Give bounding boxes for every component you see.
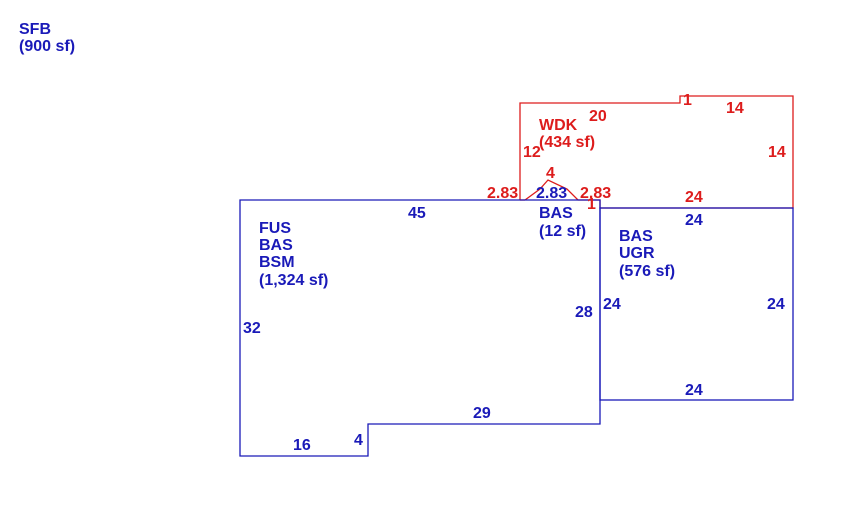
dim-garage-bottom: 24 [685,382,703,399]
summary-code: SFB [19,21,51,38]
main-area-code-2: BAS [259,237,293,254]
garage-code-1: BAS [619,228,653,245]
main-area-size: (1,324 sf) [259,272,328,289]
small-area-code: BAS [539,205,573,222]
dim-main-step: 4 [354,432,363,449]
dim-deck-diag-left: 2.83 [487,185,518,202]
main-area-code-1: FUS [259,220,291,237]
small-area-size: (12 sf) [539,223,586,240]
dim-deck-diag-right: 2.83 [580,185,611,202]
dim-deck-notch: 4 [546,165,555,182]
dim-deck-top: 20 [589,108,607,125]
dim-main-top: 45 [408,205,426,222]
dim-garage-right: 24 [767,296,785,313]
deck-size: (434 sf) [539,134,595,151]
dim-deck-top-right: 14 [726,100,744,117]
garage-outline [599,207,794,401]
deck-code: WDK [539,117,578,134]
summary-area: (900 sf) [19,38,75,55]
dim-deck-notch-side: 1 [587,196,596,213]
dim-main-bottom: 16 [293,437,311,454]
dim-main-right: 28 [575,304,593,321]
dim-main-bottom-step: 29 [473,405,491,422]
garage-size: (576 sf) [619,263,675,280]
dim-garage-left: 24 [603,296,621,313]
main-area-outline [239,199,601,457]
dim-deck-bottom: 24 [685,189,703,206]
dim-garage-top: 24 [685,212,703,229]
garage-code-2: UGR [619,245,655,262]
dim-small-top: 2.83 [536,185,567,202]
dim-deck-right: 14 [768,144,786,161]
dim-deck-top-step: 1 [683,92,692,109]
main-area-code-3: BSM [259,254,295,271]
dim-deck-left: 12 [523,144,541,161]
dim-main-left: 32 [243,320,261,337]
